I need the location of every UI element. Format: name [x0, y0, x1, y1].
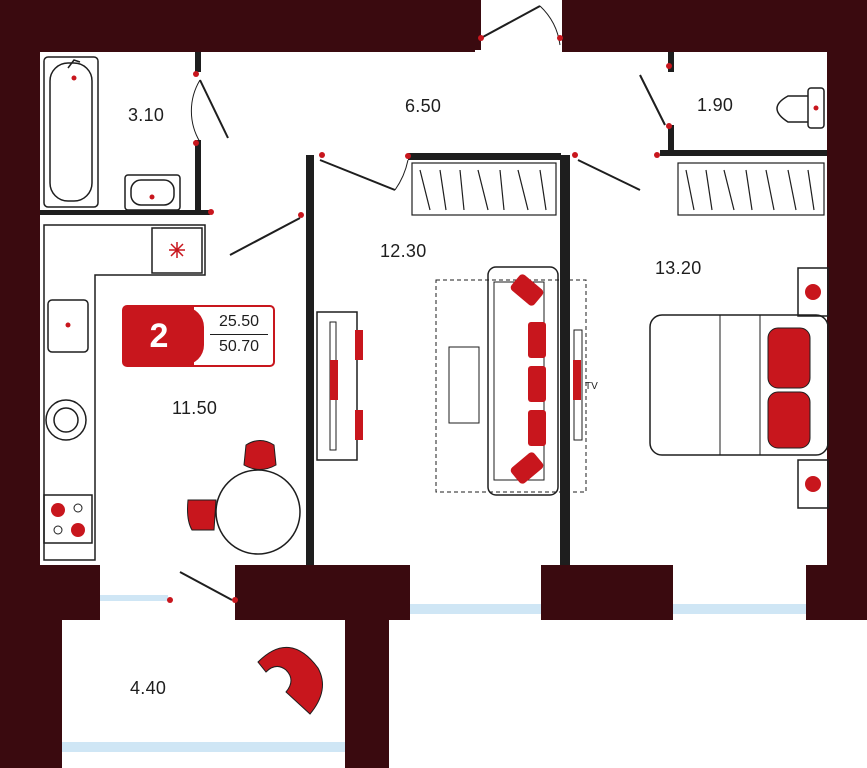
- snowflake-icon: [169, 242, 185, 258]
- apartment-badge: 2 25.50 50.70: [122, 305, 275, 367]
- kitchen-counter: [43, 224, 206, 561]
- inner-walls: [40, 52, 827, 565]
- balcony-chair: [257, 647, 323, 715]
- room-area-living: 12.30: [380, 241, 427, 261]
- living-area-value: 25.50: [210, 313, 268, 335]
- bedroom-furniture: [649, 267, 829, 509]
- tv-label: TV: [585, 381, 598, 392]
- toilet-fixture: [776, 87, 825, 129]
- room-area-hallway: 6.50: [405, 96, 442, 116]
- stove-burners: [51, 503, 85, 537]
- windows: [62, 595, 806, 752]
- dining-set: [187, 440, 301, 555]
- room-area-toilet: 1.90: [697, 95, 734, 115]
- room-count: 2: [124, 307, 204, 365]
- room-area-balcony: 4.40: [130, 678, 167, 698]
- wardrobes: [411, 162, 825, 216]
- bathroom-fixtures: [43, 56, 181, 211]
- room-area-bathroom: 3.10: [128, 105, 165, 125]
- door-dots: [167, 35, 672, 603]
- room-area-kitchen: 11.50: [172, 398, 218, 418]
- room-area-bedroom: 13.20: [655, 258, 702, 278]
- area-summary: 25.50 50.70: [210, 313, 268, 356]
- door-swings: [179, 5, 666, 601]
- living-furniture: [316, 266, 587, 496]
- total-area-value: 50.70: [218, 338, 260, 355]
